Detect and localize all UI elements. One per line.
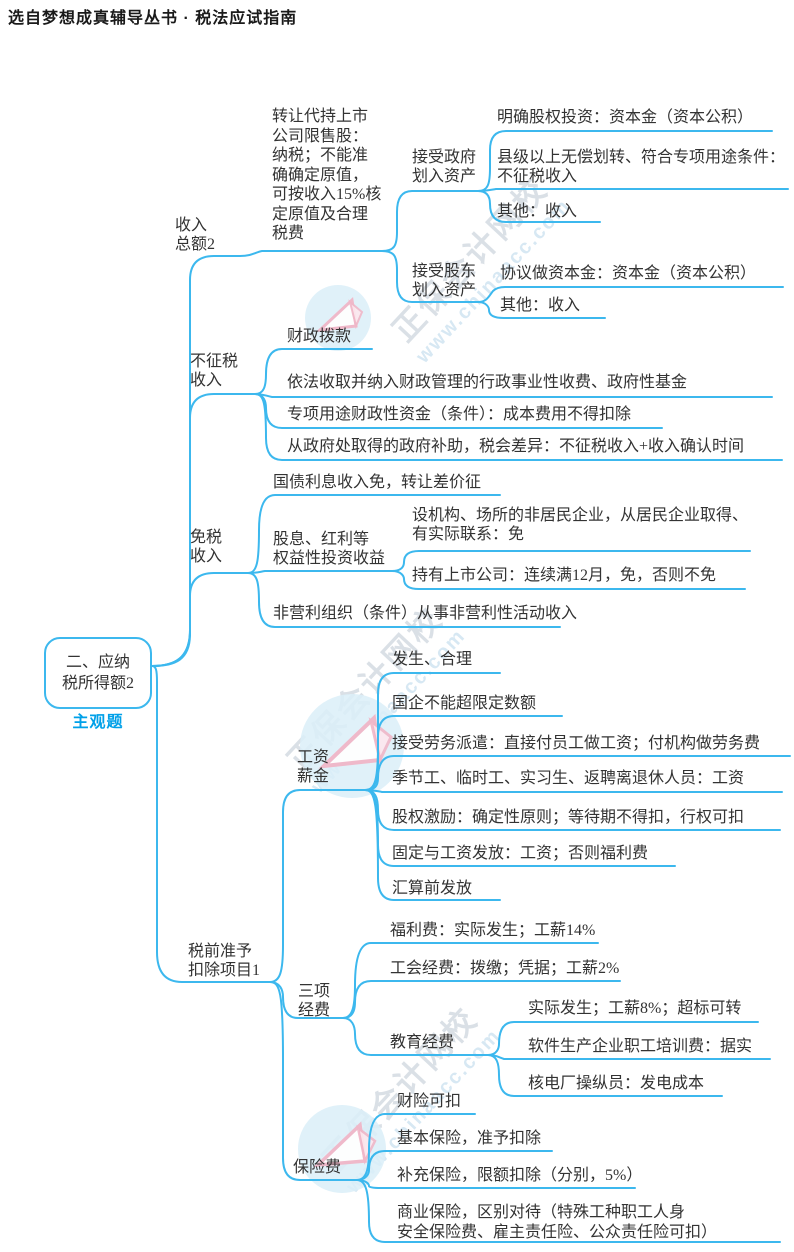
leaf-nuclear-operator: 核电厂操纵员：发电成本: [528, 1075, 705, 1092]
connector: [247, 494, 501, 574]
connector: [342, 1017, 489, 1056]
leaf-education-actual: 实际发生；工薪8%；超标可转: [528, 1000, 742, 1017]
leaf-admin-fees: 依法收取并纳入财政管理的行政事业性收费、政府性基金: [287, 374, 688, 391]
leaf-govt-subsidy: 从政府处取得的政府补助，税会差异：不征税收入+收入确认时间: [287, 438, 745, 455]
connector: [254, 348, 373, 395]
connector: [342, 942, 599, 1019]
node-insurance-fee: 保险费: [293, 1159, 342, 1176]
connector: [247, 570, 393, 574]
connector: [391, 550, 751, 572]
branch-nontaxable-income: 不征税 收入: [190, 353, 239, 389]
leaf-nonprofit-income: 非营利组织（条件）从事非营利性活动收入: [273, 605, 578, 622]
connector: [247, 572, 561, 628]
connector: [391, 570, 746, 590]
subjective-question-badge: 主观题: [72, 714, 124, 731]
node-shareholder-assets: 接受股东 划入资产: [412, 263, 477, 299]
leaf-basic-insurance: 基本保险，准予扣除: [397, 1130, 542, 1147]
leaf-soe-limit: 国企不能超限定数额: [392, 695, 537, 712]
connector: [487, 1021, 759, 1056]
connector: [477, 190, 601, 223]
connector: [364, 789, 783, 793]
leaf-county-transfer: 县级以上无偿划转、符合专项用途条件： 不征税收入: [497, 149, 786, 185]
connector: [269, 981, 344, 1019]
leaf-equity-incentive: 股权激励：确定性原则；等待期不得扣，行权可扣: [392, 809, 745, 826]
node-education-fee: 教育经费: [390, 1034, 455, 1051]
connector: [269, 981, 358, 1181]
connector: [477, 188, 789, 192]
leaf-paid-before-settlement: 汇算前发放: [392, 880, 473, 897]
leaf-labor-dispatch: 接受劳务派遣：直接付员工做工资；付机构做劳务费: [392, 735, 761, 752]
connector: [269, 789, 366, 983]
connector: [487, 1054, 723, 1097]
branch-income-total: 收入 总额2: [175, 217, 216, 253]
node-restricted-shares: 转让代持上市 公司限售股： 纳税；不能准 确确定原值， 可按收入15%核 定原值…: [272, 108, 382, 242]
branch-taxfree-income: 免税 收入: [190, 529, 223, 565]
branch-pretax-deduction: 税前准予 扣除项目1: [188, 943, 261, 979]
connector: [254, 393, 783, 461]
leaf-equity-investment: 明确股权投资：资本金（资本公积）: [497, 109, 754, 126]
leaf-fiscal-appropriation: 财政拨款: [287, 328, 352, 345]
leaf-incurred-reasonable: 发生、合理: [392, 651, 473, 668]
leaf-welfare-fee: 福利费：实际发生；工薪14%: [390, 922, 596, 939]
leaf-seasonal-workers: 季节工、临时工、实习生、返聘离退休人员：工资: [392, 770, 745, 787]
connector: [381, 190, 479, 252]
leaf-treasury-interest: 国债利息收入免，转让差价征: [273, 474, 482, 491]
leaf-nonresident-exempt: 设机构、场所的非居民企业，从居民企业取得、 有实际联系：免: [412, 507, 749, 543]
connector: [477, 130, 773, 192]
connector: [477, 286, 784, 303]
node-wages-salary: 工资 薪金: [297, 749, 330, 785]
connector: [151, 255, 241, 667]
leaf-property-insurance: 财险可扣: [397, 1093, 462, 1110]
node-dividend-income: 股息、红利等 权益性投资收益: [273, 531, 386, 567]
leaf-listed-12-months: 持有上市公司：连续满12月，免，否则不免: [412, 567, 717, 584]
connector: [151, 665, 271, 983]
connector: [254, 393, 773, 398]
connector: [381, 250, 479, 303]
leaf-union-fee: 工会经费：拨缴；凭据；工薪2%: [390, 960, 620, 977]
leaf-other-income-2: 其他：收入: [500, 297, 581, 314]
connector: [342, 980, 621, 1019]
connector: [239, 250, 383, 257]
leaf-other-income: 其他：收入: [497, 203, 578, 220]
node-three-funds: 三项 经费: [298, 983, 331, 1019]
leaf-agreed-capital: 协议做资本金：资本金（资本公积）: [500, 265, 757, 282]
leaf-fixed-wage-payout: 固定与工资发放：工资；否则福利费: [392, 845, 649, 862]
leaf-commercial-insurance: 商业保险，区别对待（特殊工种职工人身 安全保险费、雇主责任险、公众责任险可扣）: [397, 1204, 718, 1241]
leaf-special-funds: 专项用途财政性资金（条件）：成本费用不得扣除: [287, 406, 632, 423]
leaf-software-training: 软件生产企业职工培训费：据实: [528, 1038, 753, 1055]
page-title: 选自梦想成真辅导丛书 · 税法应试指南: [8, 10, 298, 27]
root-topic: 二、应纳 税所得额2: [44, 637, 152, 709]
connector: [151, 572, 249, 667]
node-govt-assets: 接受政府 划入资产: [412, 149, 477, 185]
connector: [477, 301, 606, 319]
leaf-supplementary-insurance: 补充保险，限额扣除（分别，5%）: [397, 1167, 643, 1184]
